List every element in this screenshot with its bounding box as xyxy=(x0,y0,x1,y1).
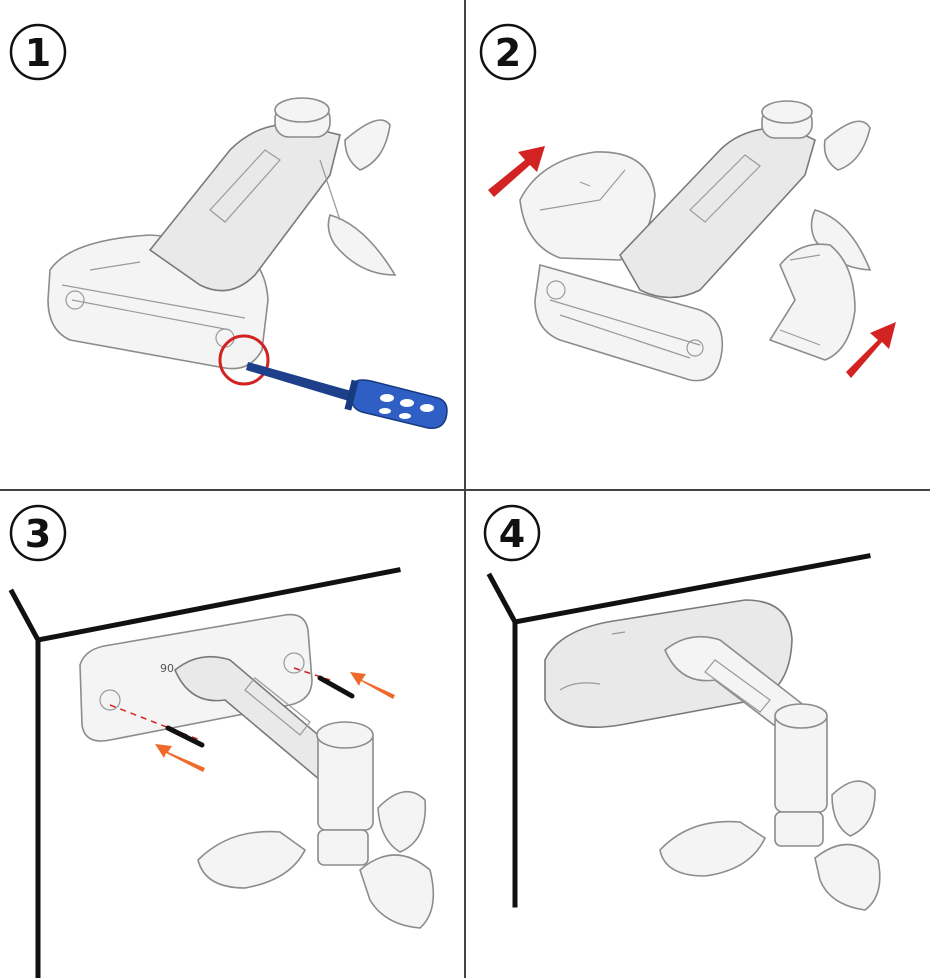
wall-corner-3 xyxy=(8,567,401,978)
mounting-illustration-3: 90 xyxy=(79,613,435,929)
step-number-2: 2 xyxy=(495,31,521,75)
screwdriver-icon xyxy=(218,334,448,430)
step-number-4: 4 xyxy=(499,512,525,556)
headrest-mount-illustration-1 xyxy=(47,97,397,370)
panel-3: 3 90 xyxy=(8,504,435,978)
wall-corner-4 xyxy=(486,553,871,908)
remove-arrow-upper xyxy=(488,146,545,197)
highlight-circle xyxy=(218,334,270,386)
step-badge-1: 1 xyxy=(9,23,67,81)
step-number-3: 3 xyxy=(25,512,51,556)
step-badge-4: 4 xyxy=(483,504,541,562)
insert-arrow-lower xyxy=(155,744,205,772)
screw-lower xyxy=(165,725,205,748)
arrow-up-right-icon xyxy=(488,146,896,378)
panel-2: 2 xyxy=(479,23,896,382)
disassembled-mount-illustration xyxy=(519,100,872,382)
screw-upper xyxy=(317,675,355,699)
panel-4: 4 xyxy=(483,504,881,911)
panel-1: 1 xyxy=(9,23,448,430)
plate-mark: 90 xyxy=(160,662,174,675)
screw-icon xyxy=(155,672,395,772)
step-badge-3: 3 xyxy=(9,504,67,562)
mounted-arm-icon xyxy=(544,599,881,911)
remove-arrow-lower xyxy=(846,322,896,378)
step-number-1: 1 xyxy=(25,31,51,75)
step-badge-2: 2 xyxy=(479,23,537,81)
insert-arrow-upper xyxy=(350,672,395,699)
